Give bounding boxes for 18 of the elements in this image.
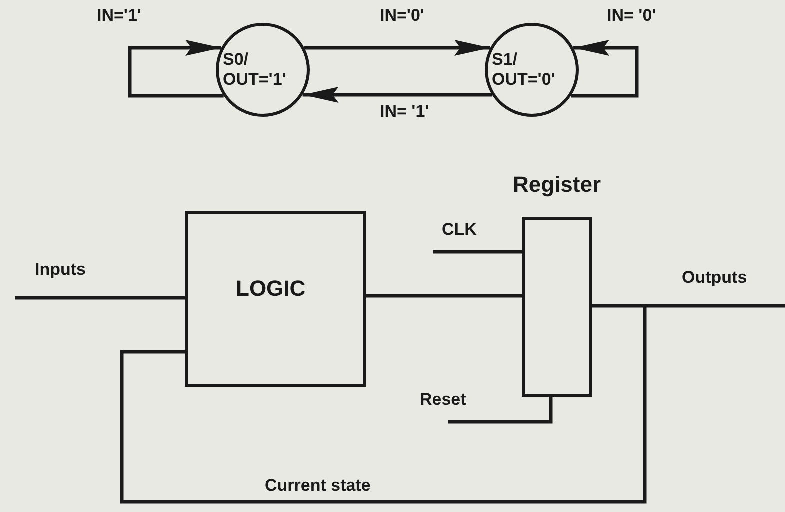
transition-arrow (571, 40, 639, 98)
signal-line (448, 397, 553, 424)
state-label: S1/ OUT='0' (492, 50, 556, 90)
signal-line (15, 296, 185, 300)
logic-block (185, 211, 366, 387)
signal-line (433, 250, 522, 254)
transition-arrow (304, 40, 490, 56)
signal-line (645, 304, 785, 308)
block-label: LOGIC (236, 276, 306, 302)
signal-line (592, 304, 645, 308)
transition-arrow (302, 87, 492, 103)
signal-label: Outputs (680, 268, 750, 288)
transition-arrow (128, 40, 224, 98)
state-label: S0/ OUT='1' (223, 50, 288, 90)
block-heading: Register (513, 172, 602, 198)
signal-label: Inputs (33, 260, 88, 280)
signal-line (366, 294, 522, 298)
signal-line (120, 306, 647, 504)
